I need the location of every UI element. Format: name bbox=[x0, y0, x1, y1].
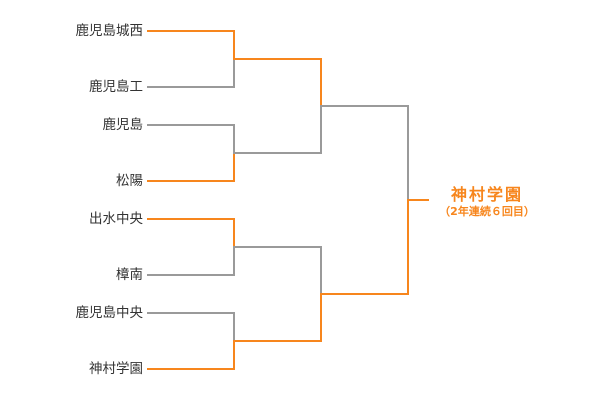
team-label: 松陽 bbox=[116, 173, 143, 189]
team-label: 神村学園 bbox=[89, 361, 143, 377]
team-label: 鹿児島中央 bbox=[75, 305, 144, 321]
champion-note: （2年連続６回目） bbox=[439, 205, 535, 218]
team-label: 出水中央 bbox=[89, 211, 143, 227]
team-label: 鹿児島 bbox=[102, 117, 144, 133]
champion-name: 神村学園 bbox=[450, 185, 523, 204]
team-label: 鹿児島城西 bbox=[75, 23, 144, 39]
team-label: 鹿児島工 bbox=[89, 79, 143, 95]
champion: 神村学園 （2年連続６回目） bbox=[432, 186, 542, 219]
team-label: 樟南 bbox=[116, 267, 143, 283]
